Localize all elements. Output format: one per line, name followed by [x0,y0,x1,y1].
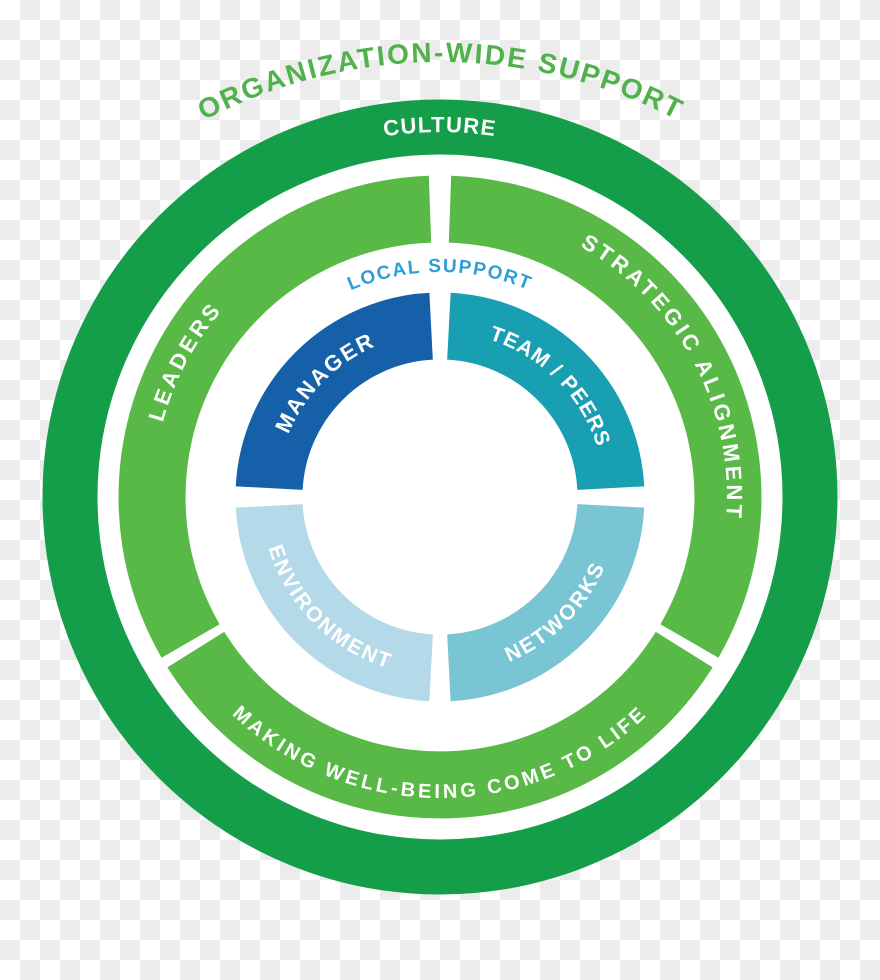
middle-ring-segment-leaders [118,175,432,658]
culture-label: CULTURE [382,112,499,141]
middle-ring-segment-strategic-alignment [448,175,762,658]
middle-ring-segment-making-wellbeing [167,631,713,819]
inner-ring-segment-environment [235,503,434,702]
culture-text: CULTURE [382,112,497,141]
inner-ring-segment-team-peers [446,292,645,491]
outer-ring-culture [42,99,838,895]
inner-ring-segment-networks [446,503,645,702]
inner-ring-segment-manager [235,292,434,491]
